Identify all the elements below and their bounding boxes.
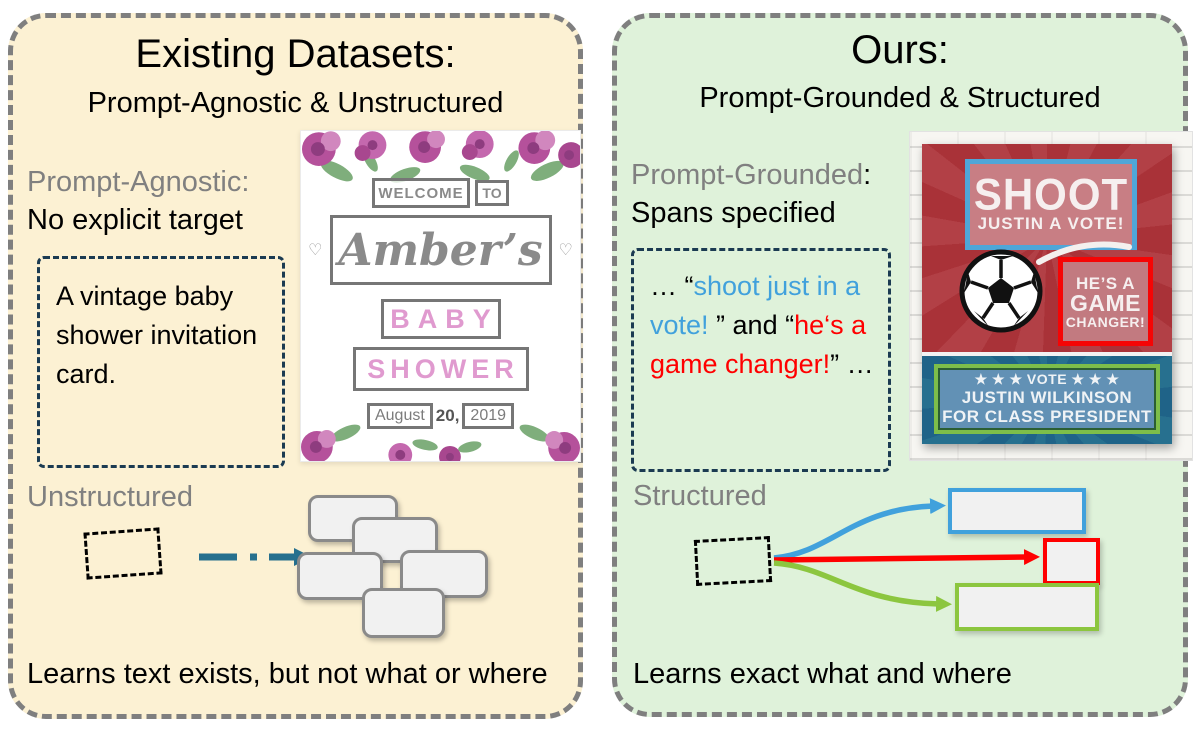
no-explicit-target-label: No explicit target — [27, 204, 243, 237]
prompt-grounded-colon: : — [863, 159, 872, 191]
badge-line3: CHANGER! — [1065, 313, 1146, 330]
grounded-span-red: he‘s a game changer! — [650, 310, 867, 380]
red-arrow — [773, 549, 1040, 566]
baby-row: BABY — [301, 299, 580, 339]
poster-blue-band: ★ ★ ★ VOTE ★ ★ ★ JUSTIN WILKINSON FOR CL… — [922, 356, 1172, 444]
existing-datasets-panel: Existing Datasets: Prompt-Agnostic & Uns… — [8, 13, 583, 719]
poster-divider — [922, 352, 1172, 356]
to-textbox: TO — [475, 180, 509, 206]
office-line: FOR CLASS PRESIDENT — [942, 406, 1152, 426]
to-text: TO — [482, 185, 502, 201]
left-panel-title: Existing Datasets: — [135, 32, 456, 76]
blue-arrow — [773, 498, 946, 561]
vote-span-bbox-green: ★ ★ ★ VOTE ★ ★ ★ JUSTIN WILKINSON FOR CL… — [934, 364, 1160, 434]
name-textbox: Amber’s — [329, 215, 552, 285]
left-prompt-box: A vintage baby shower invitation card. — [37, 256, 285, 468]
text-blob — [362, 588, 445, 638]
game-changer-span-bbox-red: HE’S A GAME CHANGER! — [1058, 257, 1153, 346]
text-region-placeholder-box — [83, 527, 163, 580]
grounded-span-blue: shoot just in a vote! — [650, 271, 861, 341]
unstructured-label: Unstructured — [27, 481, 194, 513]
election-poster-image: SHOOT JUSTIN A VOTE! — [909, 131, 1193, 461]
year-textbox: 2019 — [462, 403, 515, 429]
target-box-green — [955, 583, 1099, 631]
day-text: 20, — [435, 406, 460, 425]
right-conclusion-text: Learns exact what and where — [633, 658, 1012, 690]
flower-decoration-top — [301, 131, 580, 183]
structured-label: Structured — [633, 480, 767, 512]
vote-stars-row: ★ ★ ★ VOTE ★ ★ ★ — [974, 371, 1120, 388]
poster-body: SHOOT JUSTIN A VOTE! — [922, 144, 1172, 444]
soccer-ball-icon — [959, 249, 1043, 333]
baby-text: BABY — [390, 303, 499, 334]
spans-specified-label: Spans specified — [631, 197, 836, 230]
prompt-post: … — [839, 349, 874, 380]
swoosh-line — [1036, 241, 1132, 265]
prompt-pre: … — [650, 271, 685, 301]
baby-shower-invitation-image: WELCOME TO ♡ Amber’s ♡ BABY SHOWER — [300, 130, 581, 462]
left-panel-subtitle: Prompt-Agnostic & Unstructured — [87, 87, 504, 119]
right-panel-title: Ours: — [851, 28, 949, 72]
shower-row: SHOWER — [301, 347, 580, 391]
badge-line2: GAME — [1070, 289, 1141, 316]
poster-subline: JUSTIN A VOTE! — [977, 214, 1125, 234]
right-prompt-box: … “shoot just in a vote! ” and “he‘s a g… — [631, 248, 891, 472]
heart-icon: ♡ — [558, 242, 573, 259]
welcome-to-row: WELCOME TO — [301, 178, 580, 208]
date-row: August 20, 2019 — [301, 403, 580, 429]
left-prompt-text: A vintage baby shower invitation card. — [56, 281, 258, 390]
open-quote: “ — [785, 310, 795, 341]
badge-line1: HE’S A — [1075, 273, 1136, 293]
shower-text: SHOWER — [367, 353, 519, 384]
green-arrow — [773, 560, 952, 612]
shoot-span-bbox-blue: SHOOT JUSTIN A VOTE! — [965, 159, 1137, 250]
text-region-placeholder-box — [693, 536, 773, 586]
heart-icon: ♡ — [308, 242, 323, 259]
prompt-grounded-label: Prompt-Grounded — [631, 159, 864, 191]
prompt-grounded-block: Prompt-Grounded: Spans specified — [631, 156, 871, 233]
target-box-blue — [948, 488, 1086, 534]
structured-mapping-arrows — [773, 498, 1040, 612]
close-quote: ” — [830, 349, 840, 380]
prompt-agnostic-label: Prompt-Agnostic: — [27, 166, 250, 198]
candidate-name: JUSTIN WILKINSON — [961, 387, 1133, 407]
poster-headline: SHOOT — [973, 169, 1129, 219]
name-row: ♡ Amber’s ♡ — [301, 215, 580, 285]
poster-red-section: SHOOT JUSTIN A VOTE! — [922, 144, 1172, 352]
baby-textbox: BABY — [380, 299, 501, 339]
open-quote: “ — [684, 271, 694, 301]
dash-dot-arrow-icon — [199, 548, 312, 566]
right-panel-subtitle: Prompt-Grounded & Structured — [699, 82, 1101, 114]
name-text: Amber’s — [338, 224, 543, 276]
welcome-text: WELCOME — [378, 184, 464, 202]
left-conclusion-text: Learns text exists, but not what or wher… — [27, 658, 548, 690]
welcome-textbox: WELCOME — [372, 178, 470, 208]
flower-decoration-bottom — [301, 424, 580, 461]
close-quote-and: ” and — [716, 310, 786, 341]
month-textbox: August — [366, 403, 433, 429]
shower-textbox: SHOWER — [352, 347, 529, 391]
prompt-agnostic-block: Prompt-Agnostic: No explicit target — [27, 163, 249, 240]
ours-panel: Ours: Prompt-Grounded & Structured Promp… — [612, 13, 1193, 717]
